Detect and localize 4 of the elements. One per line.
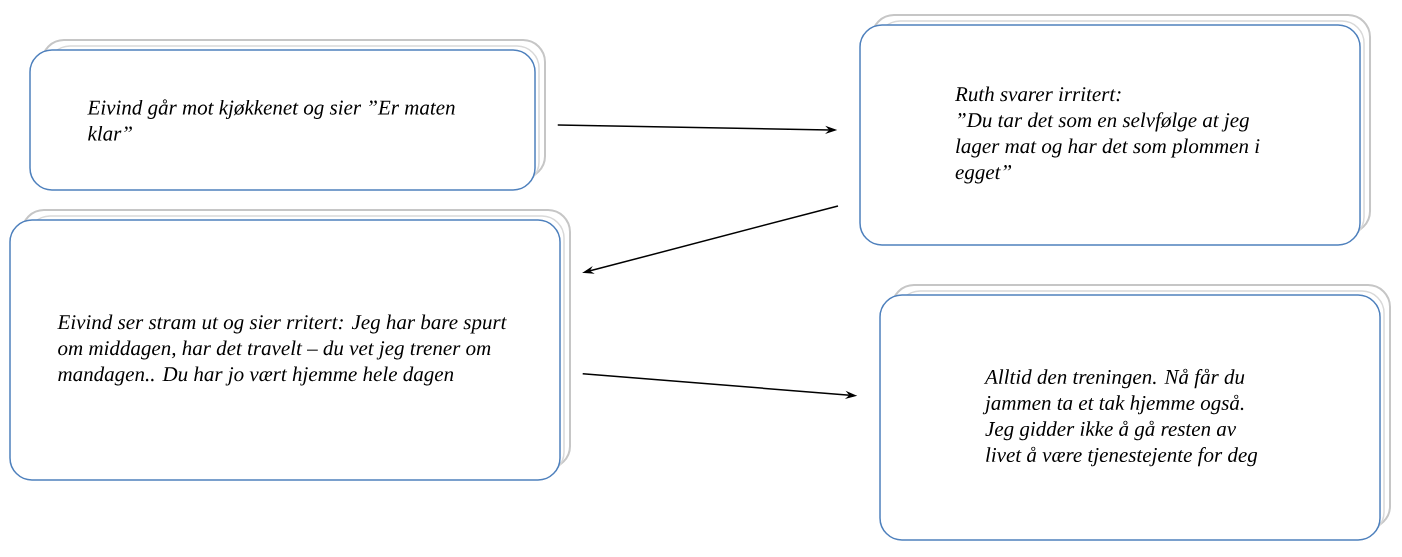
speech-box: Eivind ser stram ut og sier rritert: Jeg har bare spurt om middagen, har det travelt – du vet jeg trener om mandagen.. Du har jo vært hjemme hele dagen bbox=[9, 209, 571, 481]
speech-box: Alltid den treningen. Nå får du jammen ta et tak hjemme også. Jeg gidder ikke å gå resten av livet å være tjenestejente for deg bbox=[879, 284, 1391, 541]
speech-box: Ruth svarer irritert: ”Du tar det som en selvfølge at jeg lager mat og har det som plommen i egget” bbox=[859, 14, 1371, 246]
speech-box: Eivind går mot kjøkkenet og sier ”Er maten klar” bbox=[29, 39, 546, 191]
